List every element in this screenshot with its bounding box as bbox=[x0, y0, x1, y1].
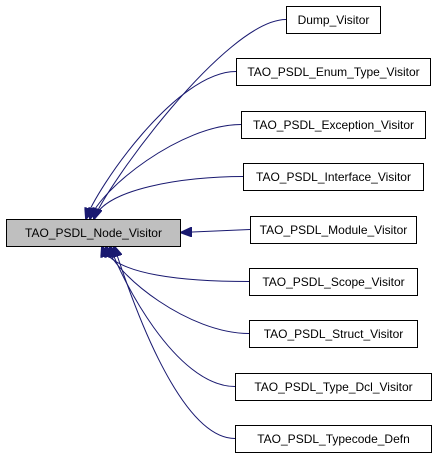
edge-tao-psdl-struct-visitor bbox=[106, 246, 250, 334]
node-tao-psdl-interface-visitor-box bbox=[243, 163, 424, 191]
node-tao-psdl-typecode-defn-box bbox=[235, 425, 432, 453]
node-tao-psdl-type-dcl-visitor-box bbox=[235, 373, 432, 401]
node-tao-psdl-scope-visitor[interactable]: TAO_PSDL_Scope_Visitor bbox=[249, 268, 418, 296]
inheritance-edges bbox=[86, 19, 287, 439]
node-tao-psdl-scope-visitor-label: TAO_PSDL_Scope_Visitor bbox=[262, 275, 404, 289]
node-tao-psdl-typecode-defn-label: TAO_PSDL_Typecode_Defn bbox=[257, 432, 410, 446]
edge-tao-psdl-module-visitor bbox=[181, 230, 251, 233]
node-tao-psdl-type-dcl-visitor[interactable]: TAO_PSDL_Type_Dcl_Visitor bbox=[235, 373, 432, 401]
node-tao-psdl-exception-visitor-box bbox=[241, 111, 426, 139]
node-tao-psdl-exception-visitor-label: TAO_PSDL_Exception_Visitor bbox=[253, 118, 414, 132]
edge-tao-psdl-typecode-defn bbox=[114, 246, 236, 439]
node-dump-visitor[interactable]: Dump_Visitor bbox=[286, 6, 381, 34]
node-tao-psdl-struct-visitor-label: TAO_PSDL_Struct_Visitor bbox=[264, 327, 404, 341]
node-tao-psdl-node-visitor-box bbox=[6, 219, 181, 247]
class-nodes: Dump_VisitorTAO_PSDL_Enum_Type_VisitorTA… bbox=[6, 6, 432, 453]
node-tao-psdl-interface-visitor[interactable]: TAO_PSDL_Interface_Visitor bbox=[243, 163, 424, 191]
node-tao-psdl-node-visitor[interactable]: TAO_PSDL_Node_Visitor bbox=[6, 219, 181, 247]
edge-tao-psdl-interface-visitor bbox=[94, 176, 244, 220]
node-tao-psdl-scope-visitor-box bbox=[249, 268, 418, 296]
edge-dump-visitor bbox=[94, 19, 287, 220]
edge-tao-psdl-enum-type-visitor bbox=[86, 71, 237, 220]
node-dump-visitor-label: Dump_Visitor bbox=[298, 13, 370, 27]
node-tao-psdl-typecode-defn[interactable]: TAO_PSDL_Typecode_Defn bbox=[235, 425, 432, 453]
edge-tao-psdl-type-dcl-visitor bbox=[110, 246, 236, 387]
node-dump-visitor-box bbox=[286, 6, 381, 34]
node-tao-psdl-module-visitor-label: TAO_PSDL_Module_Visitor bbox=[260, 223, 408, 237]
node-tao-psdl-enum-type-visitor-box bbox=[236, 58, 431, 86]
node-tao-psdl-node-visitor-label: TAO_PSDL_Node_Visitor bbox=[25, 226, 162, 240]
node-tao-psdl-enum-type-visitor[interactable]: TAO_PSDL_Enum_Type_Visitor bbox=[236, 58, 431, 86]
node-tao-psdl-type-dcl-visitor-label: TAO_PSDL_Type_Dcl_Visitor bbox=[254, 380, 412, 394]
node-tao-psdl-enum-type-visitor-label: TAO_PSDL_Enum_Type_Visitor bbox=[247, 65, 419, 79]
node-tao-psdl-exception-visitor[interactable]: TAO_PSDL_Exception_Visitor bbox=[241, 111, 426, 139]
node-tao-psdl-struct-visitor-box bbox=[249, 320, 418, 348]
node-tao-psdl-struct-visitor[interactable]: TAO_PSDL_Struct_Visitor bbox=[249, 320, 418, 348]
node-tao-psdl-module-visitor[interactable]: TAO_PSDL_Module_Visitor bbox=[250, 216, 417, 244]
node-tao-psdl-interface-visitor-label: TAO_PSDL_Interface_Visitor bbox=[256, 170, 411, 184]
node-tao-psdl-module-visitor-box bbox=[250, 216, 417, 244]
edge-tao-psdl-exception-visitor bbox=[90, 124, 242, 220]
